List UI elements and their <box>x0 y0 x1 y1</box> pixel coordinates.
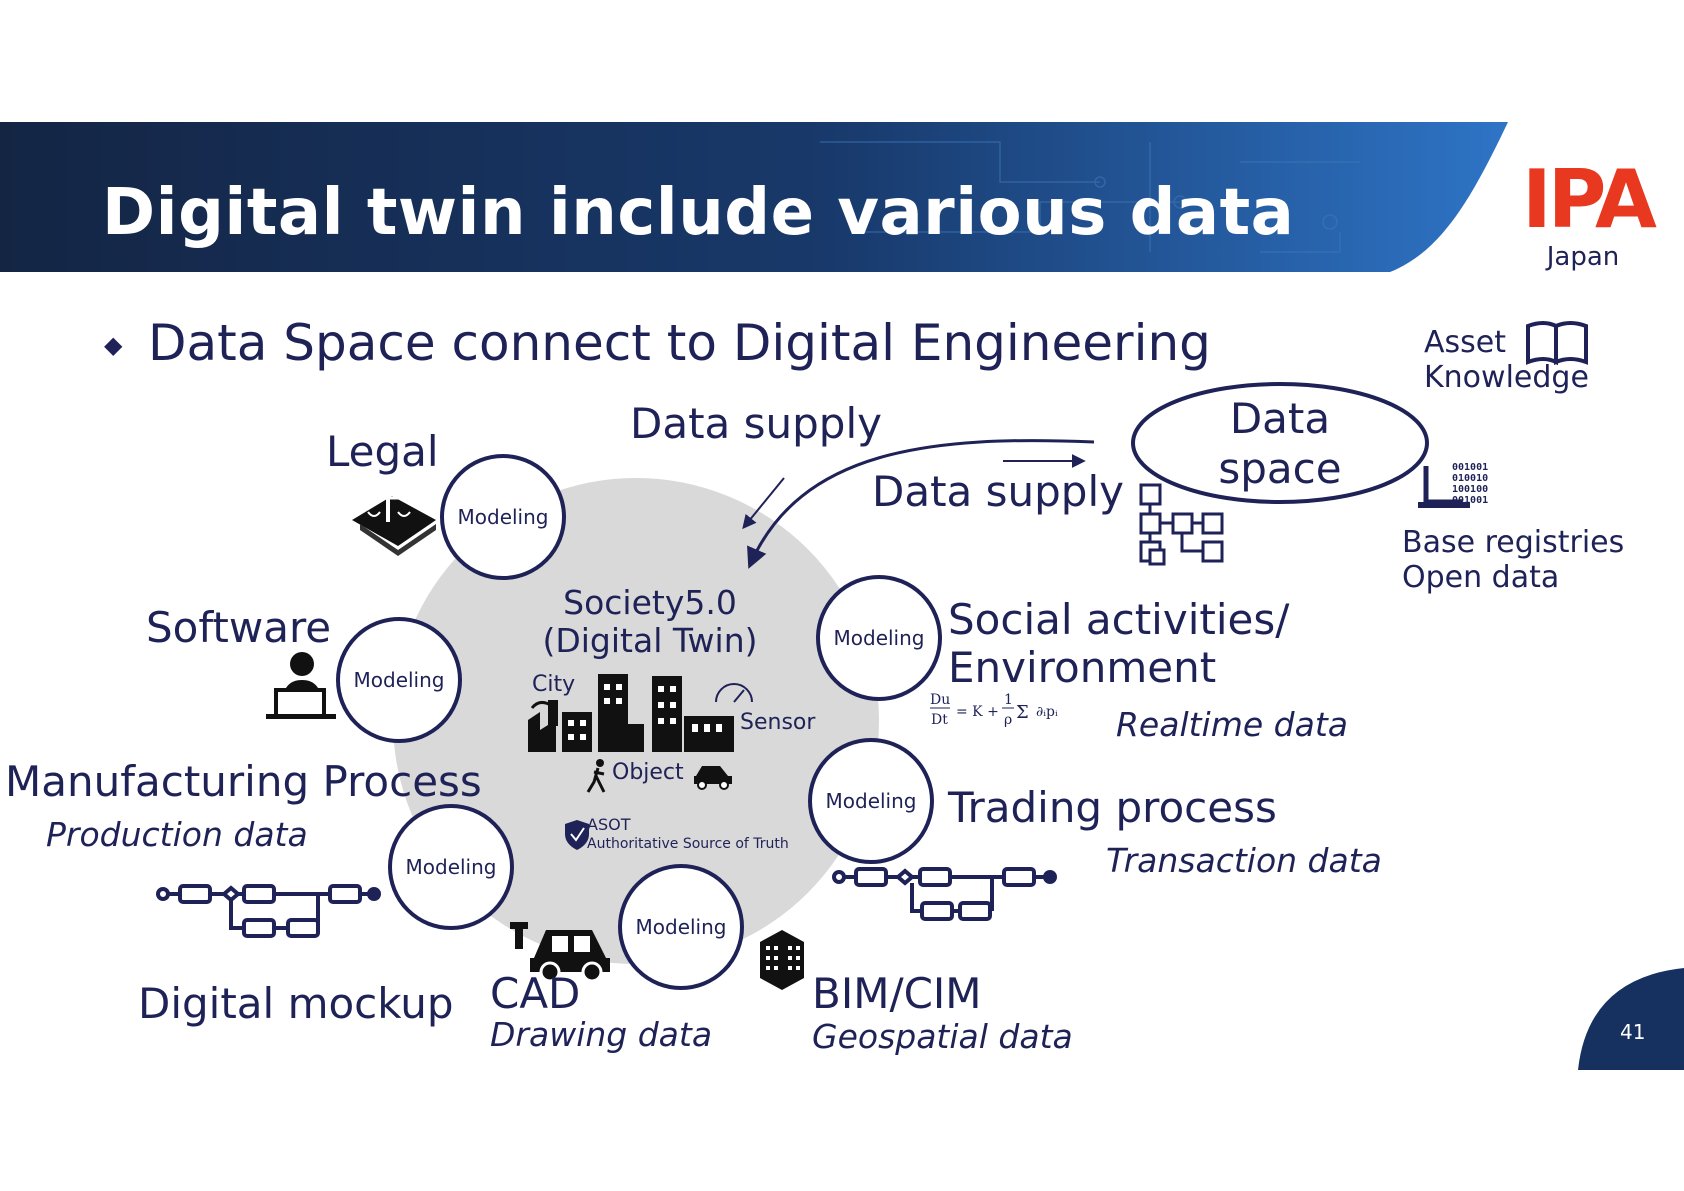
legal-label: Legal <box>326 427 439 476</box>
shield-icon <box>565 820 589 850</box>
sensor-label: Sensor <box>740 710 816 735</box>
society-title: Society5.0 (Digital Twin) <box>542 583 758 660</box>
book-icon <box>1526 321 1588 366</box>
svg-text:ρ: ρ <box>1004 712 1012 728</box>
transaction-data-label: Transaction data <box>1106 841 1382 880</box>
data-space-label: Data space <box>1218 394 1342 494</box>
production-flow-diagram <box>156 884 381 938</box>
modeling-circle-cad: Modeling <box>618 864 744 990</box>
asset-knowledge-label: Asset Knowledge <box>1424 325 1589 395</box>
geospatial-data-label: Geospatial data <box>812 1017 1073 1056</box>
cad-label: CAD <box>490 969 581 1018</box>
data-space-ellipse <box>1131 382 1429 504</box>
city-label: City <box>532 672 576 697</box>
svg-text:∂ᵢpᵢ: ∂ᵢpᵢ <box>1036 704 1058 720</box>
slide-subtitle: Data Space connect to Digital Engineerin… <box>148 314 1211 372</box>
digital-twin-disk <box>393 478 879 964</box>
svg-text:Σ: Σ <box>1016 702 1029 723</box>
modeling-circle-social: Modeling <box>816 575 942 701</box>
cad-car-icon <box>510 922 610 983</box>
city-buildings-icon <box>528 674 734 752</box>
asot-label: ASOT <box>587 815 631 834</box>
walking-person-icon <box>586 759 606 793</box>
title-banner <box>0 122 1508 272</box>
software-label: Software <box>146 603 332 652</box>
ipa-logo: IPA Japan <box>1522 153 1657 273</box>
production-data-label: Production data <box>46 815 308 854</box>
laptop-binary-icon <box>1418 466 1470 508</box>
bim-building-icon <box>760 930 804 990</box>
data-supply-label-2: Data supply <box>872 467 1124 516</box>
bullet-icon: ◆ <box>104 331 123 359</box>
trading-label: Trading process <box>948 783 1277 832</box>
slide-title: Digital twin include various data <box>102 176 1295 250</box>
digital-mockup-label: Digital mockup <box>138 979 454 1028</box>
modeling-circle-trading: Modeling <box>808 738 934 864</box>
manufacturing-label: Manufacturing Process <box>5 757 482 806</box>
data-supply-arrow-curve <box>747 439 1095 569</box>
modeling-circle-software: Modeling <box>336 617 462 743</box>
data-supply-label-1: Data supply <box>630 399 882 448</box>
asot-full-label: Authoritative Source of Truth <box>587 836 789 852</box>
sensor-gauge-icon <box>715 683 753 703</box>
data-supply-arrow-1 <box>742 477 785 530</box>
base-registries-label: Base registries Open data <box>1402 525 1625 595</box>
drawing-data-label: Drawing data <box>490 1015 713 1054</box>
realtime-data-label: Realtime data <box>1116 705 1348 744</box>
binary-data-text: 001001 010010 100100 001001 <box>1452 462 1489 506</box>
legal-scales-icon <box>352 486 436 556</box>
modeling-circle-legal: Modeling <box>440 454 566 580</box>
logo-text: IPA <box>1522 153 1657 246</box>
person-laptop-icon <box>266 652 336 719</box>
svg-text:Dt: Dt <box>931 712 948 728</box>
svg-text:= K +: = K + <box>956 704 999 720</box>
logo-subtext: Japan <box>1546 242 1620 272</box>
navier-stokes-formula: Du Dt = K + 1 ρ Σ ∂ᵢpᵢ <box>930 692 1058 728</box>
social-activities-label: Social activities/ Environment <box>948 595 1290 693</box>
network-nodes-icon <box>1139 483 1224 566</box>
page-number-badge <box>1578 968 1684 1070</box>
trading-flow-diagram <box>832 867 1057 921</box>
svg-text:1: 1 <box>1004 692 1013 708</box>
svg-text:Du: Du <box>930 692 950 708</box>
object-label: Object <box>612 760 684 785</box>
small-car-icon <box>694 766 732 790</box>
bim-cim-label: BIM/CIM <box>812 969 982 1018</box>
page-number: 41 <box>1620 1020 1646 1044</box>
modeling-circle-manufacturing: Modeling <box>388 804 514 930</box>
